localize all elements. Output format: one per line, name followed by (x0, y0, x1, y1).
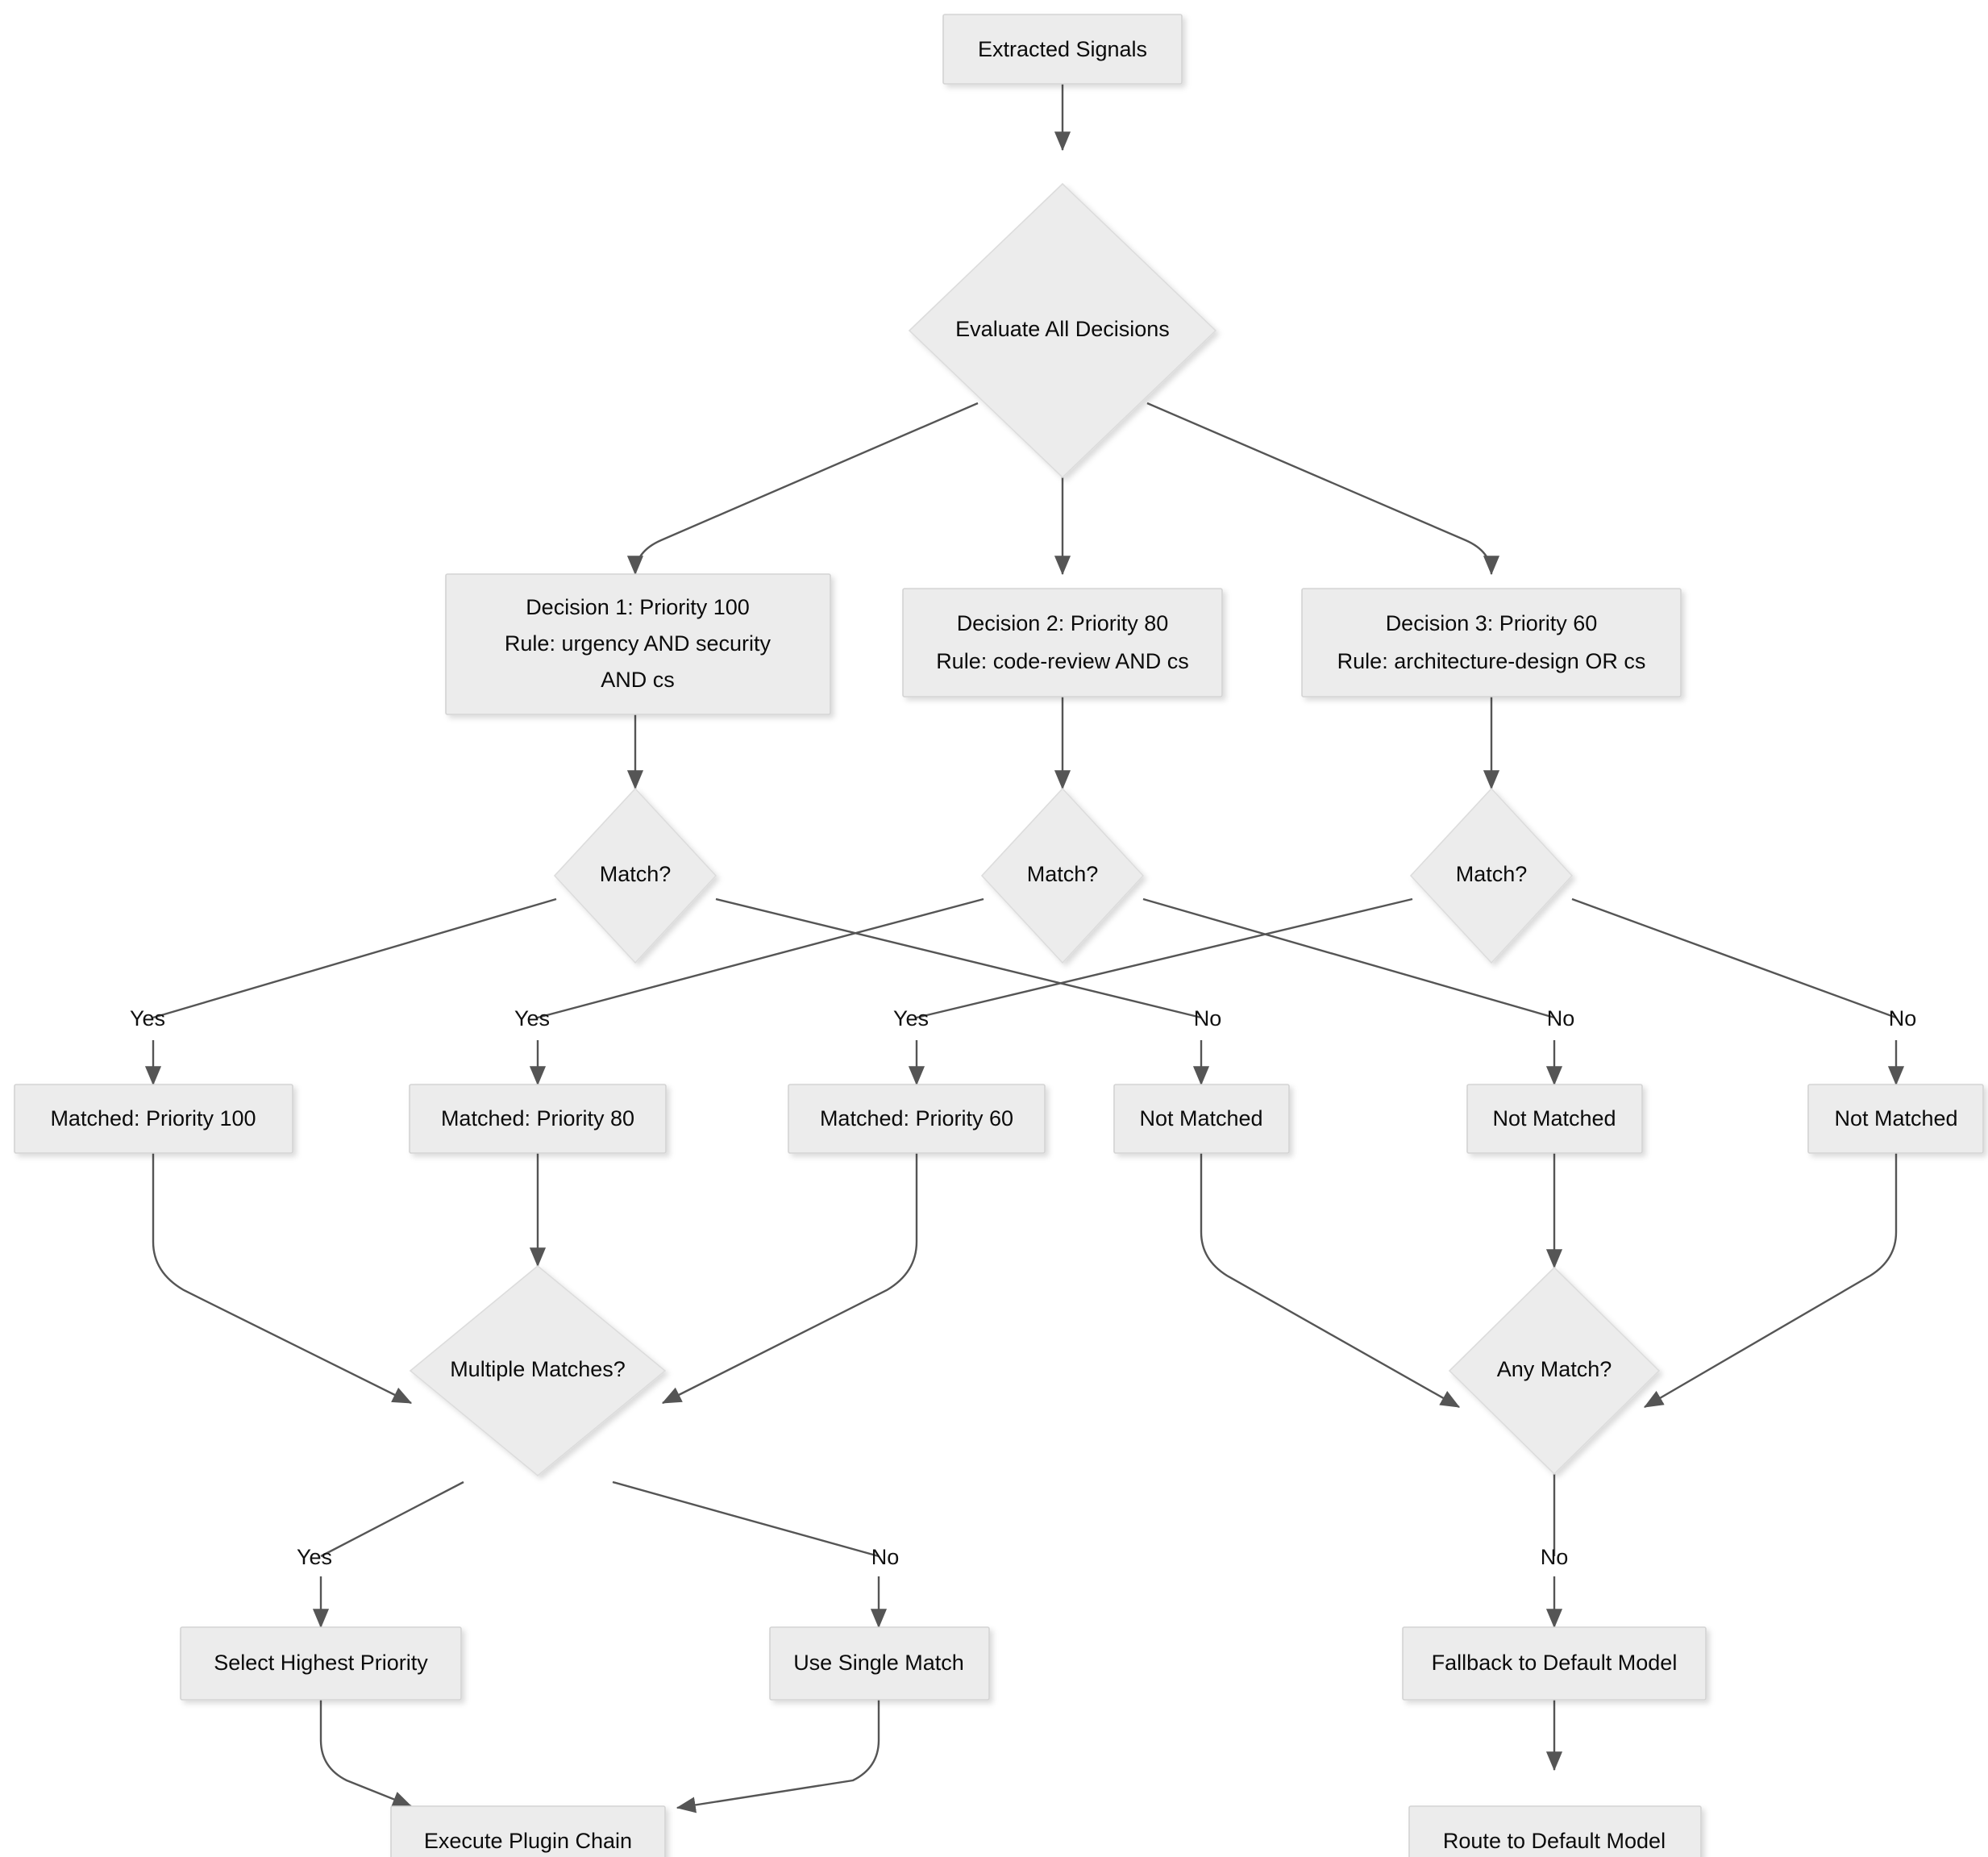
edge-label-match2-no: No (1547, 1006, 1575, 1031)
edge-labels-layer: Yes Yes Yes No No No Yes No No (130, 1006, 1916, 1569)
node-fallback-to-default-model[interactable]: Fallback to Default Model (1402, 1626, 1707, 1701)
nodes-layer: Extracted Signals Evaluate All Decisions… (14, 14, 1984, 1857)
node-route-to-default-model[interactable]: Route to Default Model (1408, 1805, 1702, 1857)
edge-match2-no (1142, 897, 1555, 1019)
node-any-match-label: Any Match? (1497, 1357, 1612, 1381)
edge-selecthighest-to-execute (319, 1700, 413, 1808)
node-matched-priority-100-label: Matched: Priority 100 (50, 1106, 256, 1130)
node-not-matched-1[interactable]: Not Matched (1113, 1084, 1290, 1154)
node-evaluate-all-decisions-label: Evaluate All Decisions (955, 317, 1170, 341)
node-evaluate-all-decisions[interactable]: Evaluate All Decisions (908, 182, 1217, 479)
edge-multiple-yes (320, 1480, 464, 1558)
edge-evaluate-to-decision1 (626, 402, 979, 576)
node-match-3[interactable]: Match? (1409, 787, 1574, 964)
node-execute-plugin-chain[interactable]: Execute Plugin Chain (390, 1805, 666, 1857)
node-execute-plugin-chain-label: Execute Plugin Chain (424, 1829, 632, 1853)
node-match-2-label: Match? (1027, 862, 1099, 886)
node-decision-2-line2: Rule: code-review AND cs (936, 649, 1189, 673)
node-fallback-to-default-model-label: Fallback to Default Model (1432, 1651, 1678, 1675)
node-use-single-match-label: Use Single Match (793, 1651, 964, 1675)
node-extracted-signals-label: Extracted Signals (978, 37, 1147, 61)
node-not-matched-3-label: Not Matched (1834, 1106, 1957, 1130)
node-select-highest-priority[interactable]: Select Highest Priority (180, 1626, 462, 1701)
node-decision-3-line2: Rule: architecture-design OR cs (1337, 649, 1646, 673)
edge-label-multiple-no: No (871, 1545, 900, 1569)
edge-label-match3-yes: Yes (893, 1006, 929, 1031)
node-match-1-label: Match? (600, 862, 672, 886)
node-not-matched-3[interactable]: Not Matched (1807, 1084, 1984, 1154)
node-decision-3-line1: Decision 3: Priority 60 (1386, 611, 1598, 635)
edge-usesingle-to-execute (676, 1700, 880, 1813)
node-decision-1-line1: Decision 1: Priority 100 (526, 595, 750, 619)
edge-label-multiple-yes: Yes (297, 1545, 332, 1569)
edge-notmatched1-to-anymatch (1200, 1153, 1461, 1409)
node-any-match[interactable]: Any Match? (1448, 1266, 1661, 1476)
edge-match2-yes (537, 897, 984, 1019)
node-decision-1-line2: Rule: urgency AND security (505, 631, 771, 656)
node-match-3-label: Match? (1456, 862, 1528, 886)
node-decision-1[interactable]: Decision 1: Priority 100 Rule: urgency A… (445, 573, 831, 715)
node-multiple-matches-label: Multiple Matches? (450, 1357, 626, 1381)
edge-matched100-to-multiple (152, 1153, 413, 1405)
node-decision-1-line3: AND cs (601, 668, 675, 692)
edge-notmatched3-to-anymatch (1643, 1153, 1898, 1409)
edge-match1-yes (152, 897, 557, 1019)
node-match-1[interactable]: Match? (553, 787, 717, 964)
node-matched-priority-60[interactable]: Matched: Priority 60 (788, 1084, 1046, 1154)
edge-multiple-no (612, 1480, 880, 1558)
edge-label-match1-yes: Yes (130, 1006, 165, 1031)
node-decision-2-line1: Decision 2: Priority 80 (957, 611, 1169, 635)
edge-matched60-to-multiple (661, 1153, 918, 1405)
edge-match3-no (1571, 897, 1897, 1019)
node-matched-priority-80[interactable]: Matched: Priority 80 (409, 1084, 667, 1154)
node-decision-3[interactable]: Decision 3: Priority 60 Rule: architectu… (1301, 588, 1682, 697)
edge-label-match1-no: No (1194, 1006, 1222, 1031)
edge-label-match2-yes: Yes (514, 1006, 550, 1031)
edge-match1-no (715, 897, 1202, 1019)
edge-match3-yes (916, 897, 1413, 1019)
node-matched-priority-100[interactable]: Matched: Priority 100 (14, 1084, 293, 1154)
node-not-matched-2[interactable]: Not Matched (1466, 1084, 1643, 1154)
edge-label-anymatch-no: No (1541, 1545, 1569, 1569)
node-matched-priority-60-label: Matched: Priority 60 (820, 1106, 1013, 1130)
node-not-matched-1-label: Not Matched (1139, 1106, 1262, 1130)
node-not-matched-2-label: Not Matched (1492, 1106, 1616, 1130)
edges-layer (144, 84, 1905, 1813)
edge-label-match3-no: No (1889, 1006, 1917, 1031)
edge-evaluate-to-decision3 (1146, 402, 1500, 576)
node-decision-2[interactable]: Decision 2: Priority 80 Rule: code-revie… (902, 588, 1223, 697)
node-multiple-matches[interactable]: Multiple Matches? (409, 1264, 667, 1477)
node-select-highest-priority-label: Select Highest Priority (214, 1651, 428, 1675)
node-extracted-signals[interactable]: Extracted Signals (942, 14, 1183, 85)
node-use-single-match[interactable]: Use Single Match (769, 1626, 990, 1701)
node-match-2[interactable]: Match? (980, 787, 1145, 964)
node-route-to-default-model-label: Route to Default Model (1443, 1829, 1666, 1853)
node-matched-priority-80-label: Matched: Priority 80 (441, 1106, 634, 1130)
